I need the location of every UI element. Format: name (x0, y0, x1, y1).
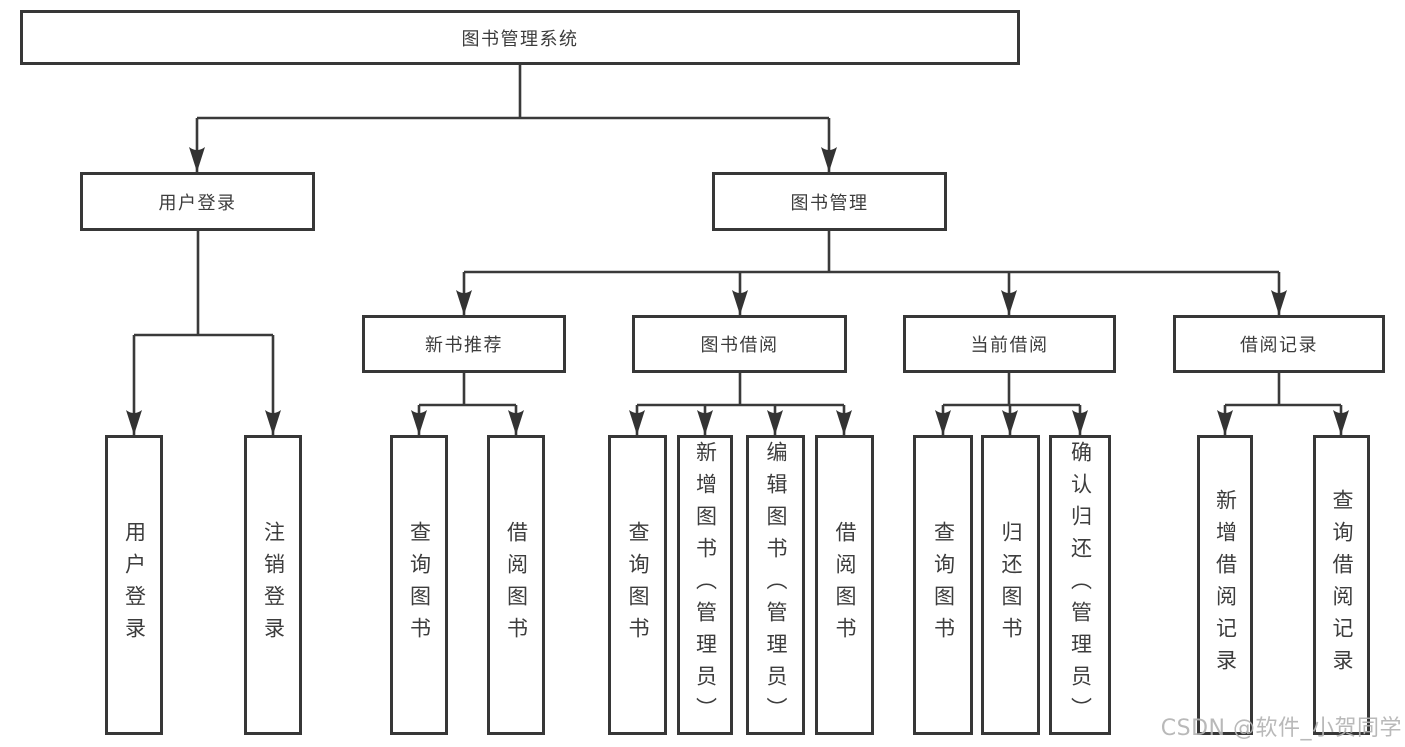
leaf-query-borrow-record: 查询借阅记录 (1313, 435, 1370, 735)
leaf-query-books-current-label: 查询图书 (931, 521, 956, 649)
node-root-system: 图书管理系统 (20, 10, 1020, 65)
node-new-book-recommend-label: 新书推荐 (425, 335, 503, 356)
node-book-borrowing-label: 图书借阅 (700, 335, 779, 356)
leaf-confirm-return-admin: 确认归还（管理员） (1049, 435, 1111, 735)
leaf-add-borrow-record: 新增借阅记录 (1197, 435, 1253, 735)
node-new-book-recommend: 新书推荐 (362, 315, 566, 373)
node-borrowing-records: 借阅记录 (1173, 315, 1385, 373)
leaf-query-books-current: 查询图书 (913, 435, 973, 735)
leaf-borrow-books-recommend-label: 借阅图书 (504, 521, 529, 649)
leaf-query-books-borrow: 查询图书 (608, 435, 667, 735)
node-current-borrowing-label: 当前借阅 (970, 335, 1049, 356)
node-book-management: 图书管理 (712, 172, 947, 231)
leaf-add-borrow-record-label: 新增借阅记录 (1213, 489, 1238, 681)
tree-edges (132, 65, 1343, 435)
leaf-return-book: 归还图书 (981, 435, 1040, 735)
leaf-logout: 注销登录 (244, 435, 302, 735)
leaf-add-book-admin-label: 新增图书（管理员） (693, 441, 718, 729)
leaf-borrow-books: 借阅图书 (815, 435, 874, 735)
node-borrowing-records-label: 借阅记录 (1240, 335, 1318, 356)
leaf-borrow-books-label: 借阅图书 (833, 521, 857, 649)
node-book-borrowing: 图书借阅 (632, 315, 847, 373)
leaf-query-borrow-record-label: 查询借阅记录 (1330, 489, 1354, 681)
leaf-query-books-borrow-label: 查询图书 (626, 521, 650, 649)
leaf-borrow-books-recommend: 借阅图书 (487, 435, 545, 735)
leaf-add-book-admin: 新增图书（管理员） (677, 435, 733, 735)
leaf-user-login: 用户登录 (105, 435, 163, 735)
node-root-label: 图书管理系统 (461, 28, 579, 50)
leaf-query-books-recommend-label: 查询图书 (407, 521, 432, 649)
leaf-query-books-recommend: 查询图书 (390, 435, 448, 735)
leaf-confirm-return-admin-label: 确认归还（管理员） (1068, 441, 1093, 729)
node-book-management-label: 图书管理 (790, 192, 869, 214)
leaf-user-login-label: 用户登录 (122, 521, 147, 649)
node-user-login-label: 用户登录 (158, 192, 237, 214)
node-current-borrowing: 当前借阅 (903, 315, 1116, 373)
node-user-login: 用户登录 (80, 172, 315, 231)
leaf-logout-label: 注销登录 (261, 521, 286, 649)
leaf-edit-book-admin: 编辑图书（管理员） (746, 435, 805, 735)
leaf-return-book-label: 归还图书 (999, 521, 1023, 649)
csdn-watermark: CSDN @软件_小贺同学 (1160, 716, 1402, 741)
leaf-edit-book-admin-label: 编辑图书（管理员） (764, 441, 788, 729)
arrowheads (126, 147, 1349, 435)
